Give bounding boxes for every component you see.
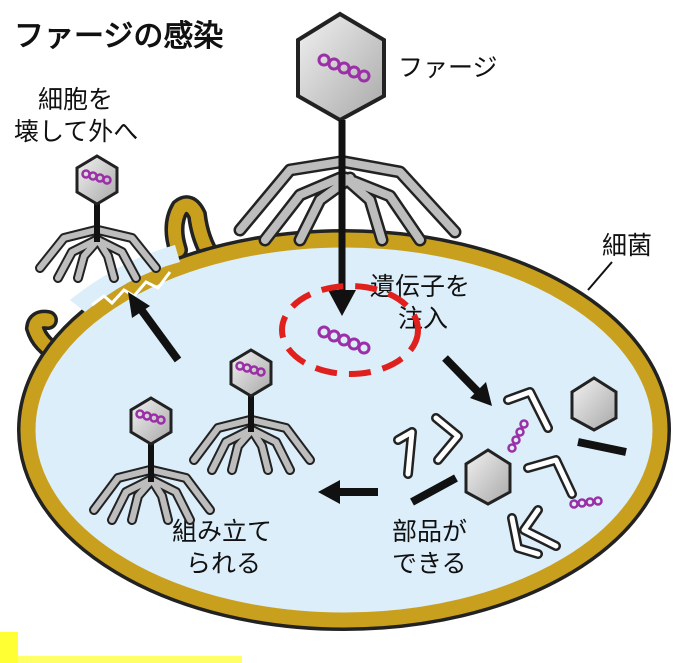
label-phage: ファージ — [398, 53, 498, 82]
loose-head-2 — [466, 450, 510, 504]
label-bacterium: 細菌 — [602, 231, 652, 260]
label-parts-line2: できる — [392, 549, 467, 578]
phage-legs — [240, 162, 455, 240]
phage-head — [298, 14, 384, 120]
leader-line-bacterium — [588, 262, 612, 290]
label-parts-line1: 部品が — [392, 517, 467, 546]
label-inject-line2: 注入 — [398, 304, 448, 333]
label-exit-line2: 壊して外へ — [14, 117, 138, 146]
corner-highlight-line — [18, 656, 242, 663]
title: ファージの感染 — [14, 19, 223, 54]
label-inject-line1: 遺伝子を — [370, 272, 470, 301]
corner-highlight-mark — [0, 632, 18, 663]
label-assemble-line2: られる — [186, 549, 261, 578]
label-exit-line1: 細胞を — [38, 85, 113, 114]
